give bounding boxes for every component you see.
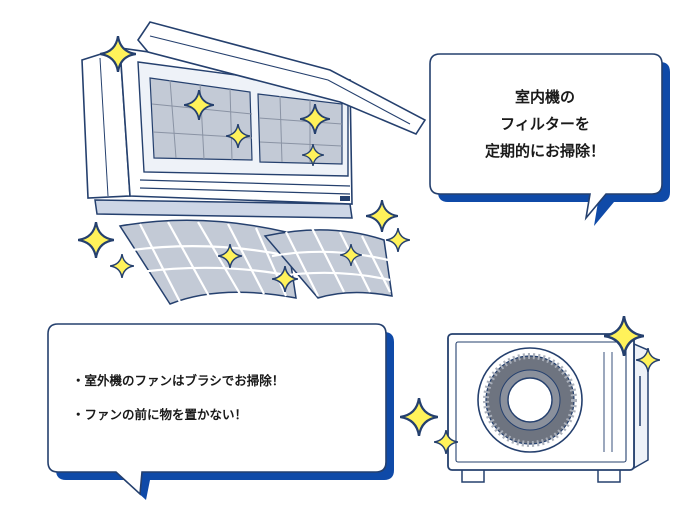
- message-line: 定期的にお掃除！: [484, 142, 605, 160]
- message-item: ・室外機のファンはブラシでお掃除！: [72, 373, 285, 388]
- removed-filters: [118, 219, 393, 305]
- speech-bubble-indoor: [429, 53, 670, 226]
- outdoor-ac-unit: [447, 333, 649, 483]
- speech-bubble-outdoor: [47, 323, 394, 500]
- message-line: フィルターを: [500, 115, 590, 133]
- indoor-filter-message: 室内機の フィルターを 定期的にお掃除！: [430, 84, 660, 165]
- message-line: 室内機の: [514, 88, 575, 106]
- message-item: ・ファンの前に物を置かない！: [72, 407, 248, 422]
- indoor-ac-unit: [81, 21, 427, 219]
- outdoor-unit-message: ・室外機のファンはブラシでお掃除！ ・ファンの前に物を置かない！: [72, 372, 284, 440]
